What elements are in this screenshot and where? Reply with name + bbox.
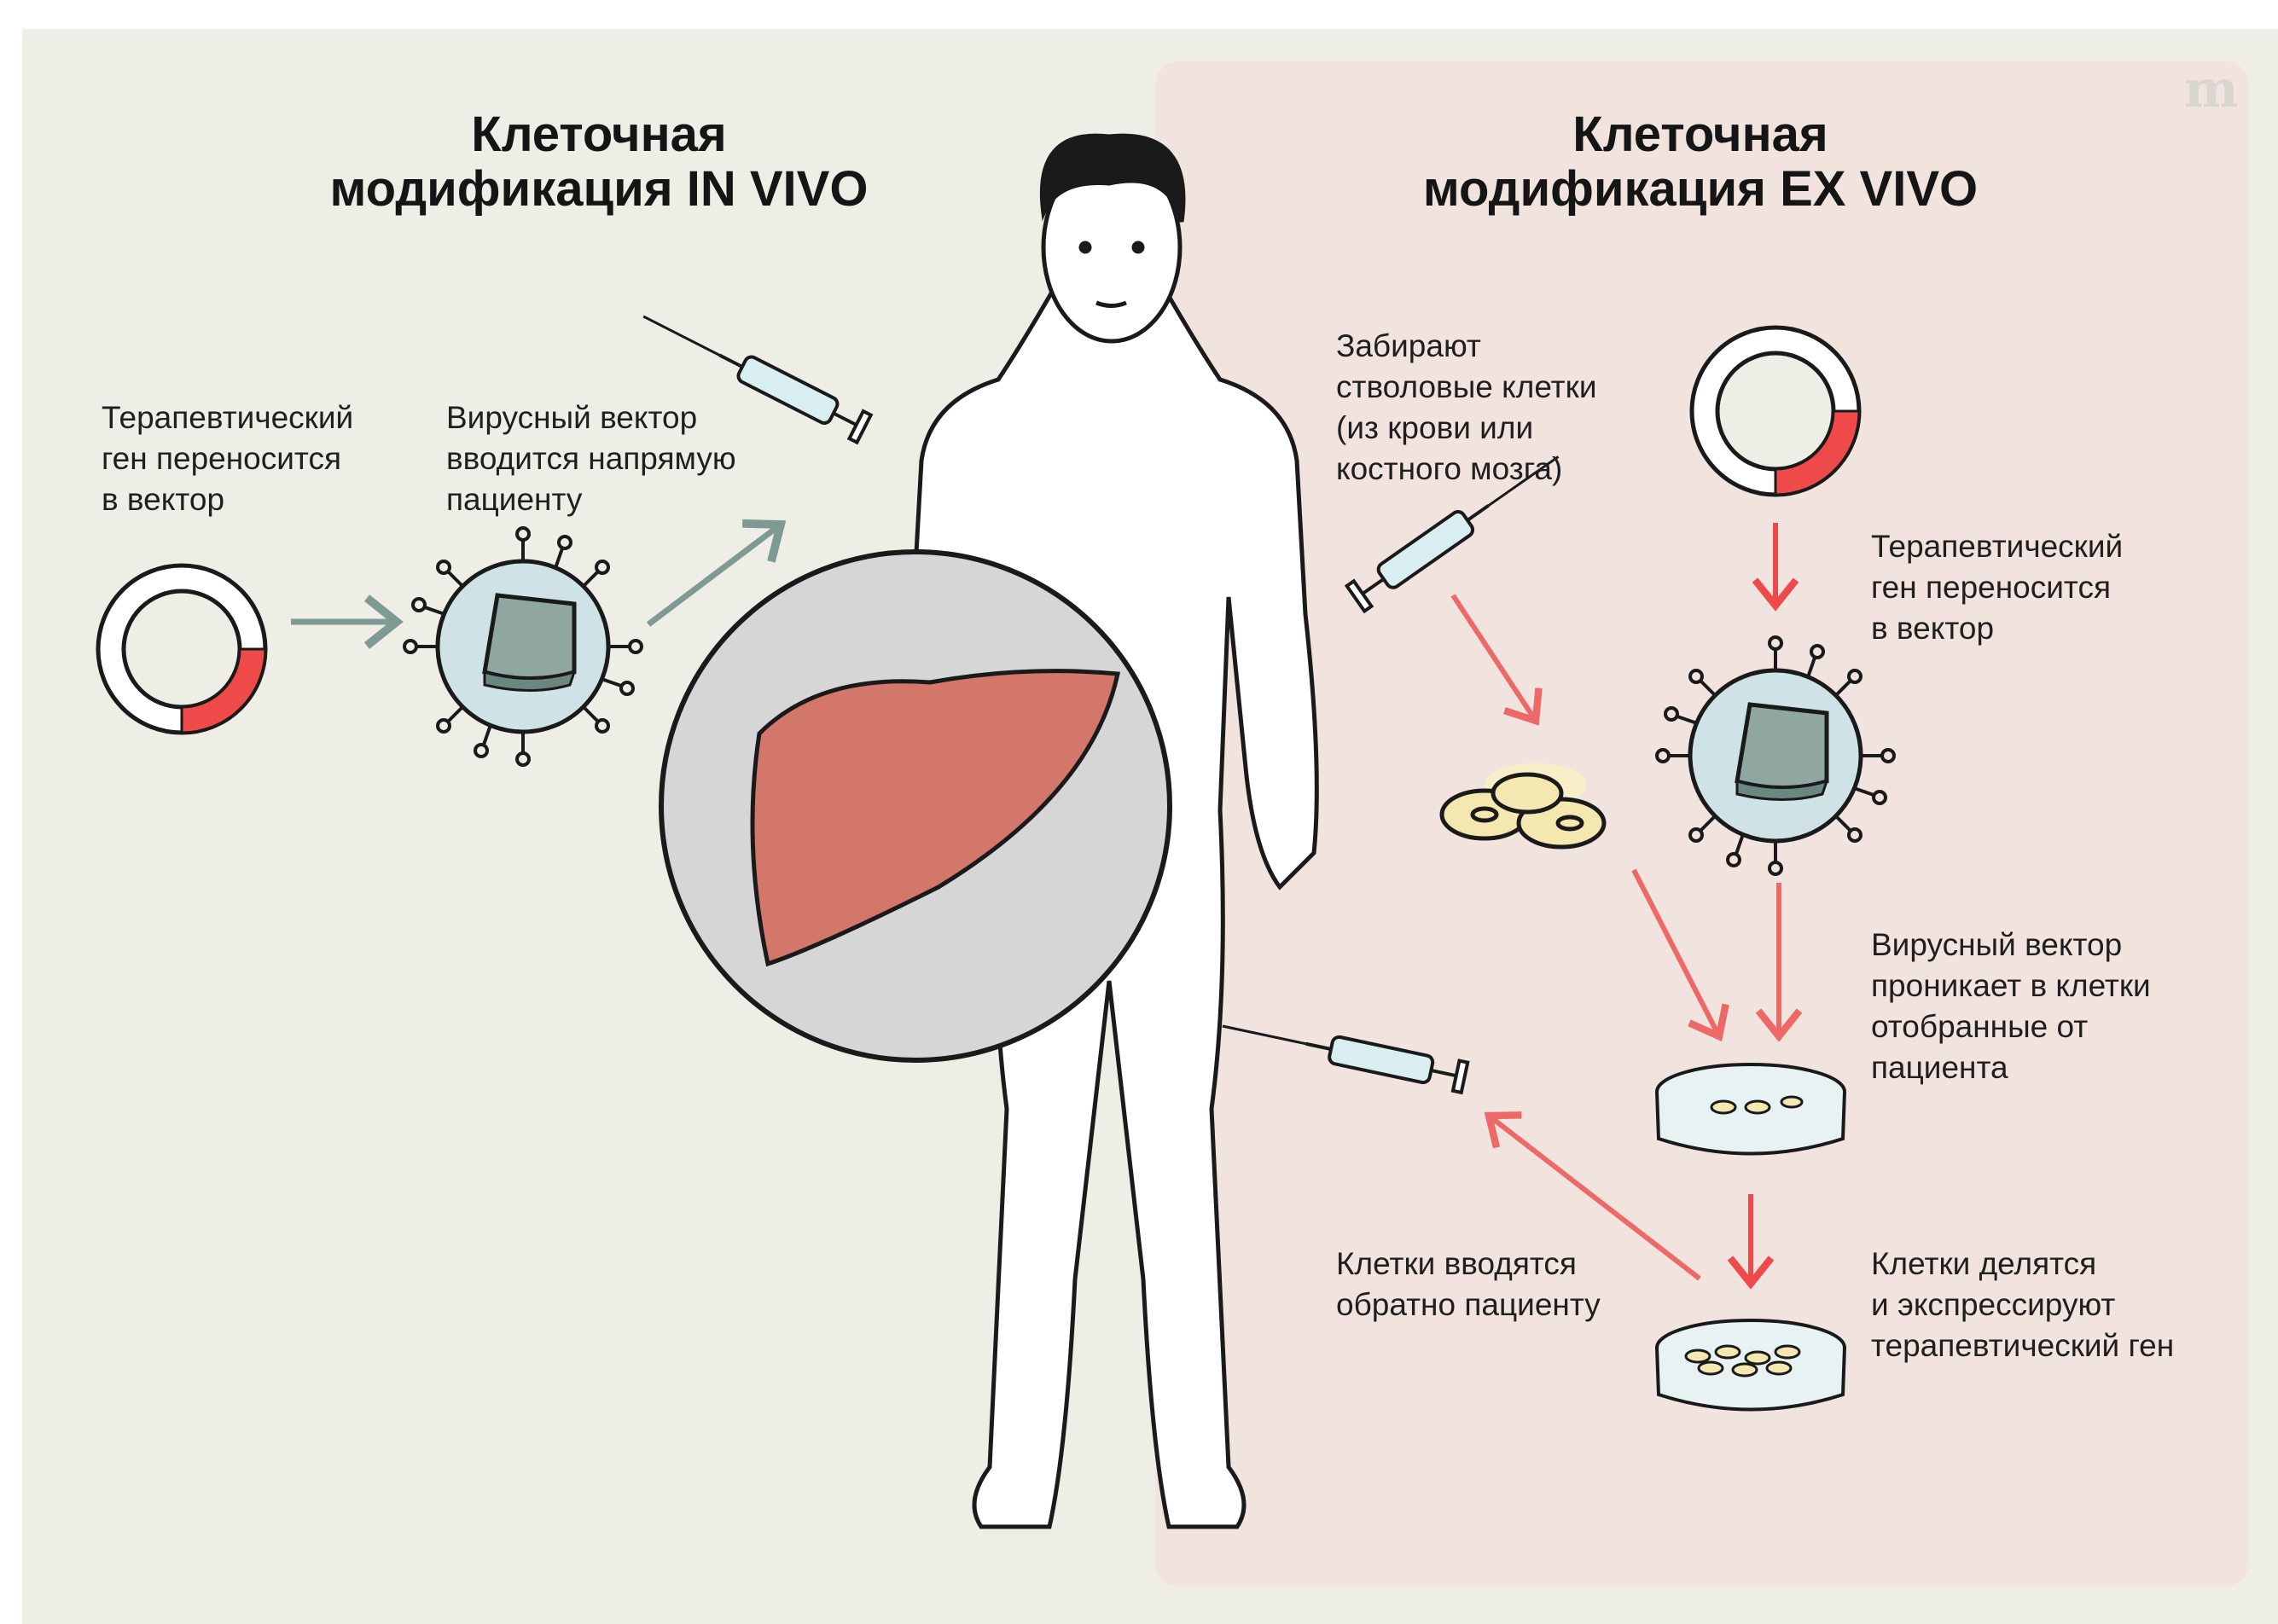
stem-cells-icon: [1439, 763, 1607, 850]
label-line: стволовые клетки: [1336, 369, 1597, 404]
label-vector-injected: Вирусный вектор вводится напрямую пациенту: [446, 397, 736, 520]
label-cells-returned: Клетки вводятся обратно пациенту: [1336, 1244, 1601, 1325]
label-line: обратно пациенту: [1336, 1287, 1601, 1322]
label-line: Вирусный вектор: [446, 400, 698, 435]
label-line: Терапевтический: [1871, 529, 2124, 564]
virus-vector-icon: [404, 528, 642, 765]
label-line: Вирусный вектор: [1871, 927, 2123, 962]
label-line: терапевтический ген: [1871, 1328, 2175, 1363]
ex-vivo-panel: [1155, 61, 2249, 1586]
label-line: вводится напрямую: [446, 441, 736, 476]
arrow-to-patient: [646, 519, 787, 627]
plasmid-ring-icon-right: [1692, 328, 1859, 495]
title-ex-vivo: Клеточная модификация EX VIVO: [1316, 107, 2084, 217]
plasmid-ring-icon: [98, 566, 265, 733]
label-gene-transfer-ex-vivo: Терапевтический ген переносится в вектор: [1871, 526, 2123, 649]
label-line: (из крови или: [1336, 410, 1534, 445]
title-line: Клеточная: [1572, 107, 1828, 162]
label-cells-divide: Клетки делятся и экспрессируют терапевтиче…: [1871, 1244, 2174, 1366]
label-line: пациента: [1871, 1050, 2008, 1085]
label-gene-transfer-in-vivo: Терапевтический ген переносится в вектор: [102, 397, 353, 520]
virus-vector-icon-right: [1657, 637, 1894, 874]
label-line: в вектор: [1871, 611, 1995, 646]
label-line: Забирают: [1336, 328, 1481, 363]
label-line: Клетки делятся: [1871, 1246, 2097, 1281]
label-line: Клетки вводятся: [1336, 1246, 1577, 1281]
label-line: в вектор: [102, 482, 225, 517]
label-line: отобранные от: [1871, 1009, 2089, 1044]
label-vector-penetrates: Вирусный вектор проникает в клетки отобран…: [1871, 925, 2151, 1088]
label-line: и экспрессируют: [1871, 1287, 2116, 1322]
title-line: модификация IN VIVO: [329, 161, 869, 217]
label-line: ген переносится: [1871, 570, 2111, 605]
liver-icon: [750, 669, 1121, 967]
label-line: пациенту: [446, 482, 583, 517]
title-line: модификация EX VIVO: [1422, 161, 1979, 217]
label-line: проникает в клетки: [1871, 968, 2151, 1003]
label-line: ген переносится: [102, 441, 341, 476]
meduza-logo: m: [2184, 60, 2239, 119]
label-line: Терапевтический: [102, 400, 354, 435]
label-line: костного мозга): [1336, 451, 1563, 486]
arrow-to-cells: [1450, 594, 1543, 726]
arrow-return-to-patient: [1484, 1111, 1701, 1281]
label-collect-cells: Забирают стволовые клетки (из крови или кос…: [1336, 326, 1597, 490]
arrow-cells-to-dish: [1631, 868, 1729, 1041]
title-line: Клеточная: [471, 107, 727, 162]
title-in-vivo: Клеточная модификация IN VIVO: [215, 107, 983, 217]
